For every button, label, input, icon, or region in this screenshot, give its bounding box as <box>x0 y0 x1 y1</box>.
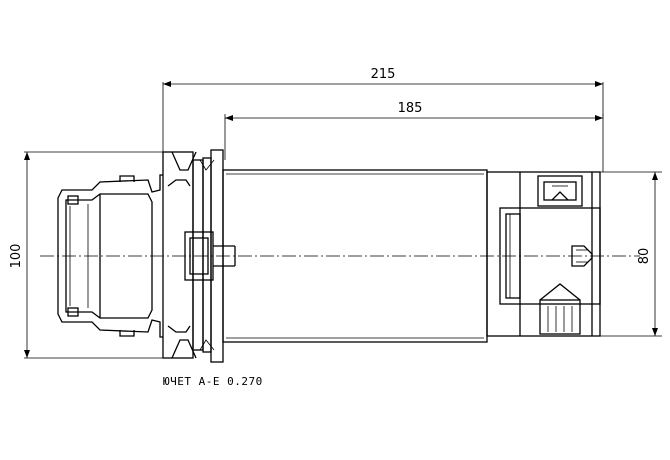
dimension-body-diameter: 80 <box>600 171 662 337</box>
drawing-note: ЮЧЕТ А-Е 0.270 <box>163 375 263 388</box>
tool-shank <box>57 174 163 338</box>
dimension-flange-diameter: 100 <box>9 151 165 359</box>
overall-length-label: 215 <box>371 67 396 82</box>
body-diameter-label: 80 <box>637 248 652 265</box>
flange-diameter-label: 100 <box>9 244 24 269</box>
tool-head <box>486 171 601 337</box>
dimension-body-length: 185 <box>224 101 604 160</box>
dimension-overall-length: 215 <box>162 67 604 172</box>
body-length-label: 185 <box>398 101 423 116</box>
